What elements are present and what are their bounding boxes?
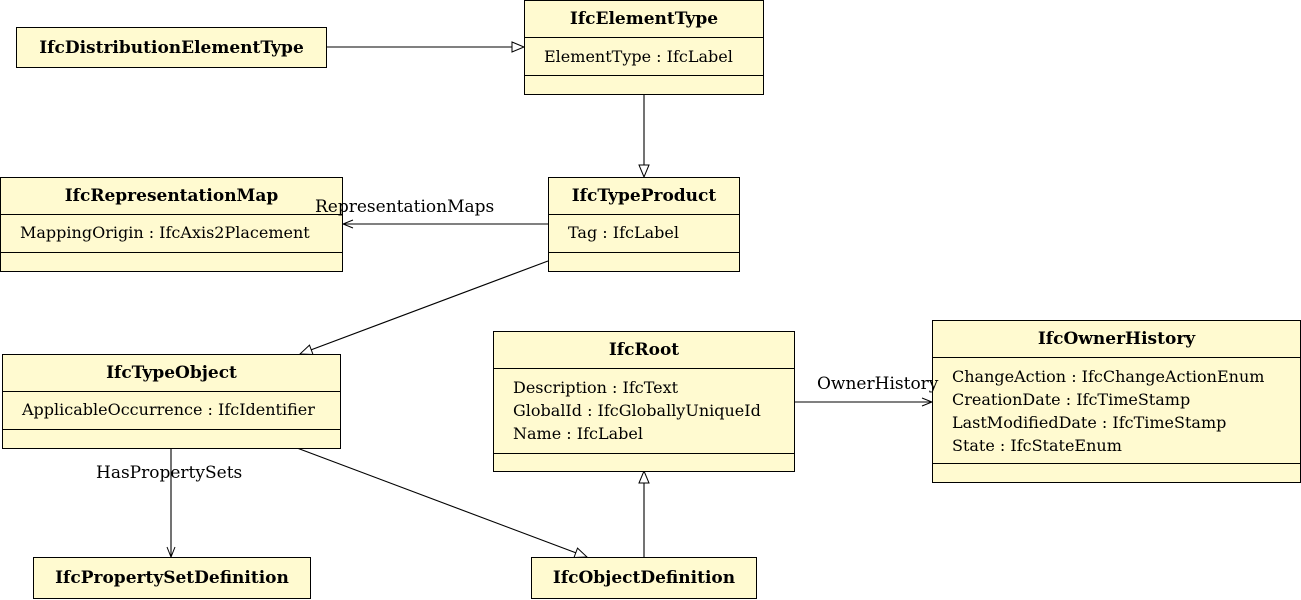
class-ifcrepresentationmap[interactable]: IfcRepresentationMap MappingOrigin : Ifc…: [0, 177, 343, 272]
association-label-haspropertysets: HasPropertySets: [96, 463, 243, 483]
class-ifcroot[interactable]: IfcRoot Description : IfcText GlobalId :…: [493, 331, 795, 472]
class-attributes: ApplicableOccurrence : IfcIdentifier: [3, 391, 340, 430]
class-ifctypeproduct[interactable]: IfcTypeProduct Tag : IfcLabel: [548, 177, 740, 272]
class-name: IfcElementType: [569, 9, 719, 29]
attribute: MappingOrigin : IfcAxis2Placement: [20, 223, 310, 242]
attribute: CreationDate : IfcTimeStamp: [952, 390, 1191, 409]
class-ifcobjectdefinition[interactable]: IfcObjectDefinition: [531, 557, 757, 599]
class-name: IfcPropertySetDefinition: [55, 568, 289, 588]
class-ifcdistributionelementtype[interactable]: IfcDistributionElementType: [16, 27, 327, 68]
attribute: ElementType : IfcLabel: [544, 47, 733, 66]
class-name: IfcOwnerHistory: [1037, 329, 1196, 349]
class-name: IfcTypeObject: [106, 363, 237, 383]
attribute: ChangeAction : IfcChangeActionEnum: [952, 367, 1265, 386]
attribute: LastModifiedDate : IfcTimeStamp: [952, 413, 1227, 432]
attribute: Name : IfcLabel: [513, 424, 643, 443]
class-ifcpropertysetdefinition[interactable]: IfcPropertySetDefinition: [33, 557, 311, 599]
association-label-ownerhistory: OwnerHistory: [817, 374, 939, 394]
attribute: ApplicableOccurrence : IfcIdentifier: [22, 400, 315, 419]
class-name: IfcObjectDefinition: [552, 568, 736, 588]
class-name: IfcRepresentationMap: [64, 186, 279, 206]
class-attributes: Description : IfcText GlobalId : IfcGlob…: [494, 368, 794, 454]
class-ifctypeobject[interactable]: IfcTypeObject ApplicableOccurrence : Ifc…: [2, 354, 341, 449]
generalization-typeobject-to-objectdefinition: [296, 447, 587, 557]
class-attributes: Tag : IfcLabel: [549, 214, 739, 253]
class-name: IfcDistributionElementType: [39, 37, 304, 58]
class-ifcownerhistory[interactable]: IfcOwnerHistory ChangeAction : IfcChange…: [932, 320, 1301, 483]
class-attributes: ChangeAction : IfcChangeActionEnum Creat…: [933, 357, 1300, 464]
generalization-typeproduct-to-typeobject: [300, 260, 549, 354]
class-name: IfcRoot: [608, 340, 680, 360]
attribute: GlobalId : IfcGloballyUniqueId: [513, 401, 761, 420]
class-attributes: ElementType : IfcLabel: [525, 37, 763, 76]
class-name: IfcTypeProduct: [571, 186, 717, 206]
association-label-representationmaps: RepresentationMaps: [315, 197, 495, 217]
attribute: Tag : IfcLabel: [568, 223, 679, 242]
class-attributes: MappingOrigin : IfcAxis2Placement: [1, 214, 342, 253]
attribute: Description : IfcText: [513, 378, 679, 397]
attribute: State : IfcStateEnum: [952, 436, 1122, 455]
class-ifcelementtype[interactable]: IfcElementType ElementType : IfcLabel: [524, 0, 764, 95]
